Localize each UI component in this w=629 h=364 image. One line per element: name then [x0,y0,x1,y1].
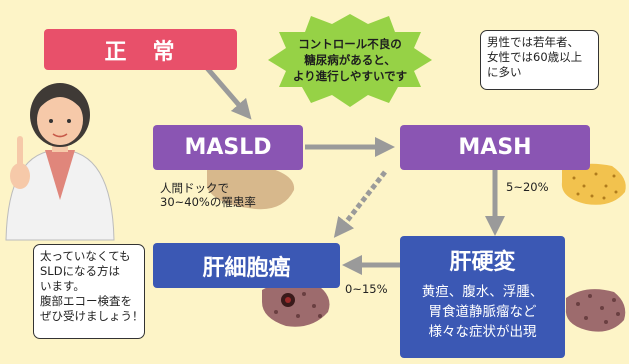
mash-to-cirrhosis-rate: 5~20% [506,180,549,194]
starburst-text: コントロール不良の 糖尿病があると、 より進行しやすいです [280,36,420,84]
doctor-illustration [5,83,115,241]
bubble-top-right-line-3: に多い [487,65,522,79]
starburst-line-1: コントロール不良の [298,37,402,51]
hcc-label: 肝細胞癌 [202,255,291,281]
cirrhosis-to-hcc-rate: 0~15% [345,282,388,296]
arrow-normal-to-masld [205,66,252,120]
normal-label: 正 常 [104,39,177,65]
masld-label: MASLD [184,135,272,160]
bubble-top-right-line-2: 女性では60歳以上 [487,50,583,64]
starburst-line-3: より進行しやすいです [292,69,408,83]
bubble-left-line-4: 腹部エコー検査を [40,294,132,308]
dotted-arrow-masld-to-hcc [333,170,387,238]
bubble-left-line-5: ぜひ受けましょう！ [40,309,144,323]
masld-rate-note: 人間ドックで 30~40%の罹患率 [160,181,256,209]
masld-box: MASLD [153,125,303,170]
normal-box: 正 常 [44,29,237,70]
cirrhosis-symptoms-line-3: 様々な症状が出現 [428,324,537,340]
liver-icon-cirrhosis [565,289,626,332]
starburst-shape [268,14,432,107]
mash-label: MASH [458,135,532,160]
liver-icon-hcc [262,281,330,327]
starburst-line-2: 糖尿病があると、 [304,53,396,67]
masld-rate-line-1: 人間ドックで [160,181,229,195]
cirrhosis-box: 肝硬変 黄疸、腹水、浮腫、 胃食道静脈瘤など 様々な症状が出現 [400,236,565,358]
bubble-left-line-3: います。 [40,279,85,293]
cirrhosis-symptoms-line-2: 胃食道静脈瘤など [428,304,537,320]
mash-box: MASH [400,125,590,170]
cirrhosis-title: 肝硬変 [449,250,516,275]
hcc-box: 肝細胞癌 [153,243,340,288]
bubble-left-line-2: SLDになる方は [40,264,121,278]
speech-bubble-left: 太っていなくても SLDになる方は います。 腹部エコー検査を ぜひ受けましょう… [33,244,145,339]
liver-icon-normal [207,162,295,210]
bubble-left-line-1: 太っていなくても [40,249,131,263]
bubble-top-right-line-1: 男性では若年者、 [487,35,579,49]
cirrhosis-symptoms-line-1: 黄疸、腹水、浮腫、 [421,284,544,300]
masld-rate-line-2: 30~40%の罹患率 [160,195,256,209]
speech-bubble-top-right: 男性では若年者、 女性では60歳以上 に多い [480,30,599,90]
